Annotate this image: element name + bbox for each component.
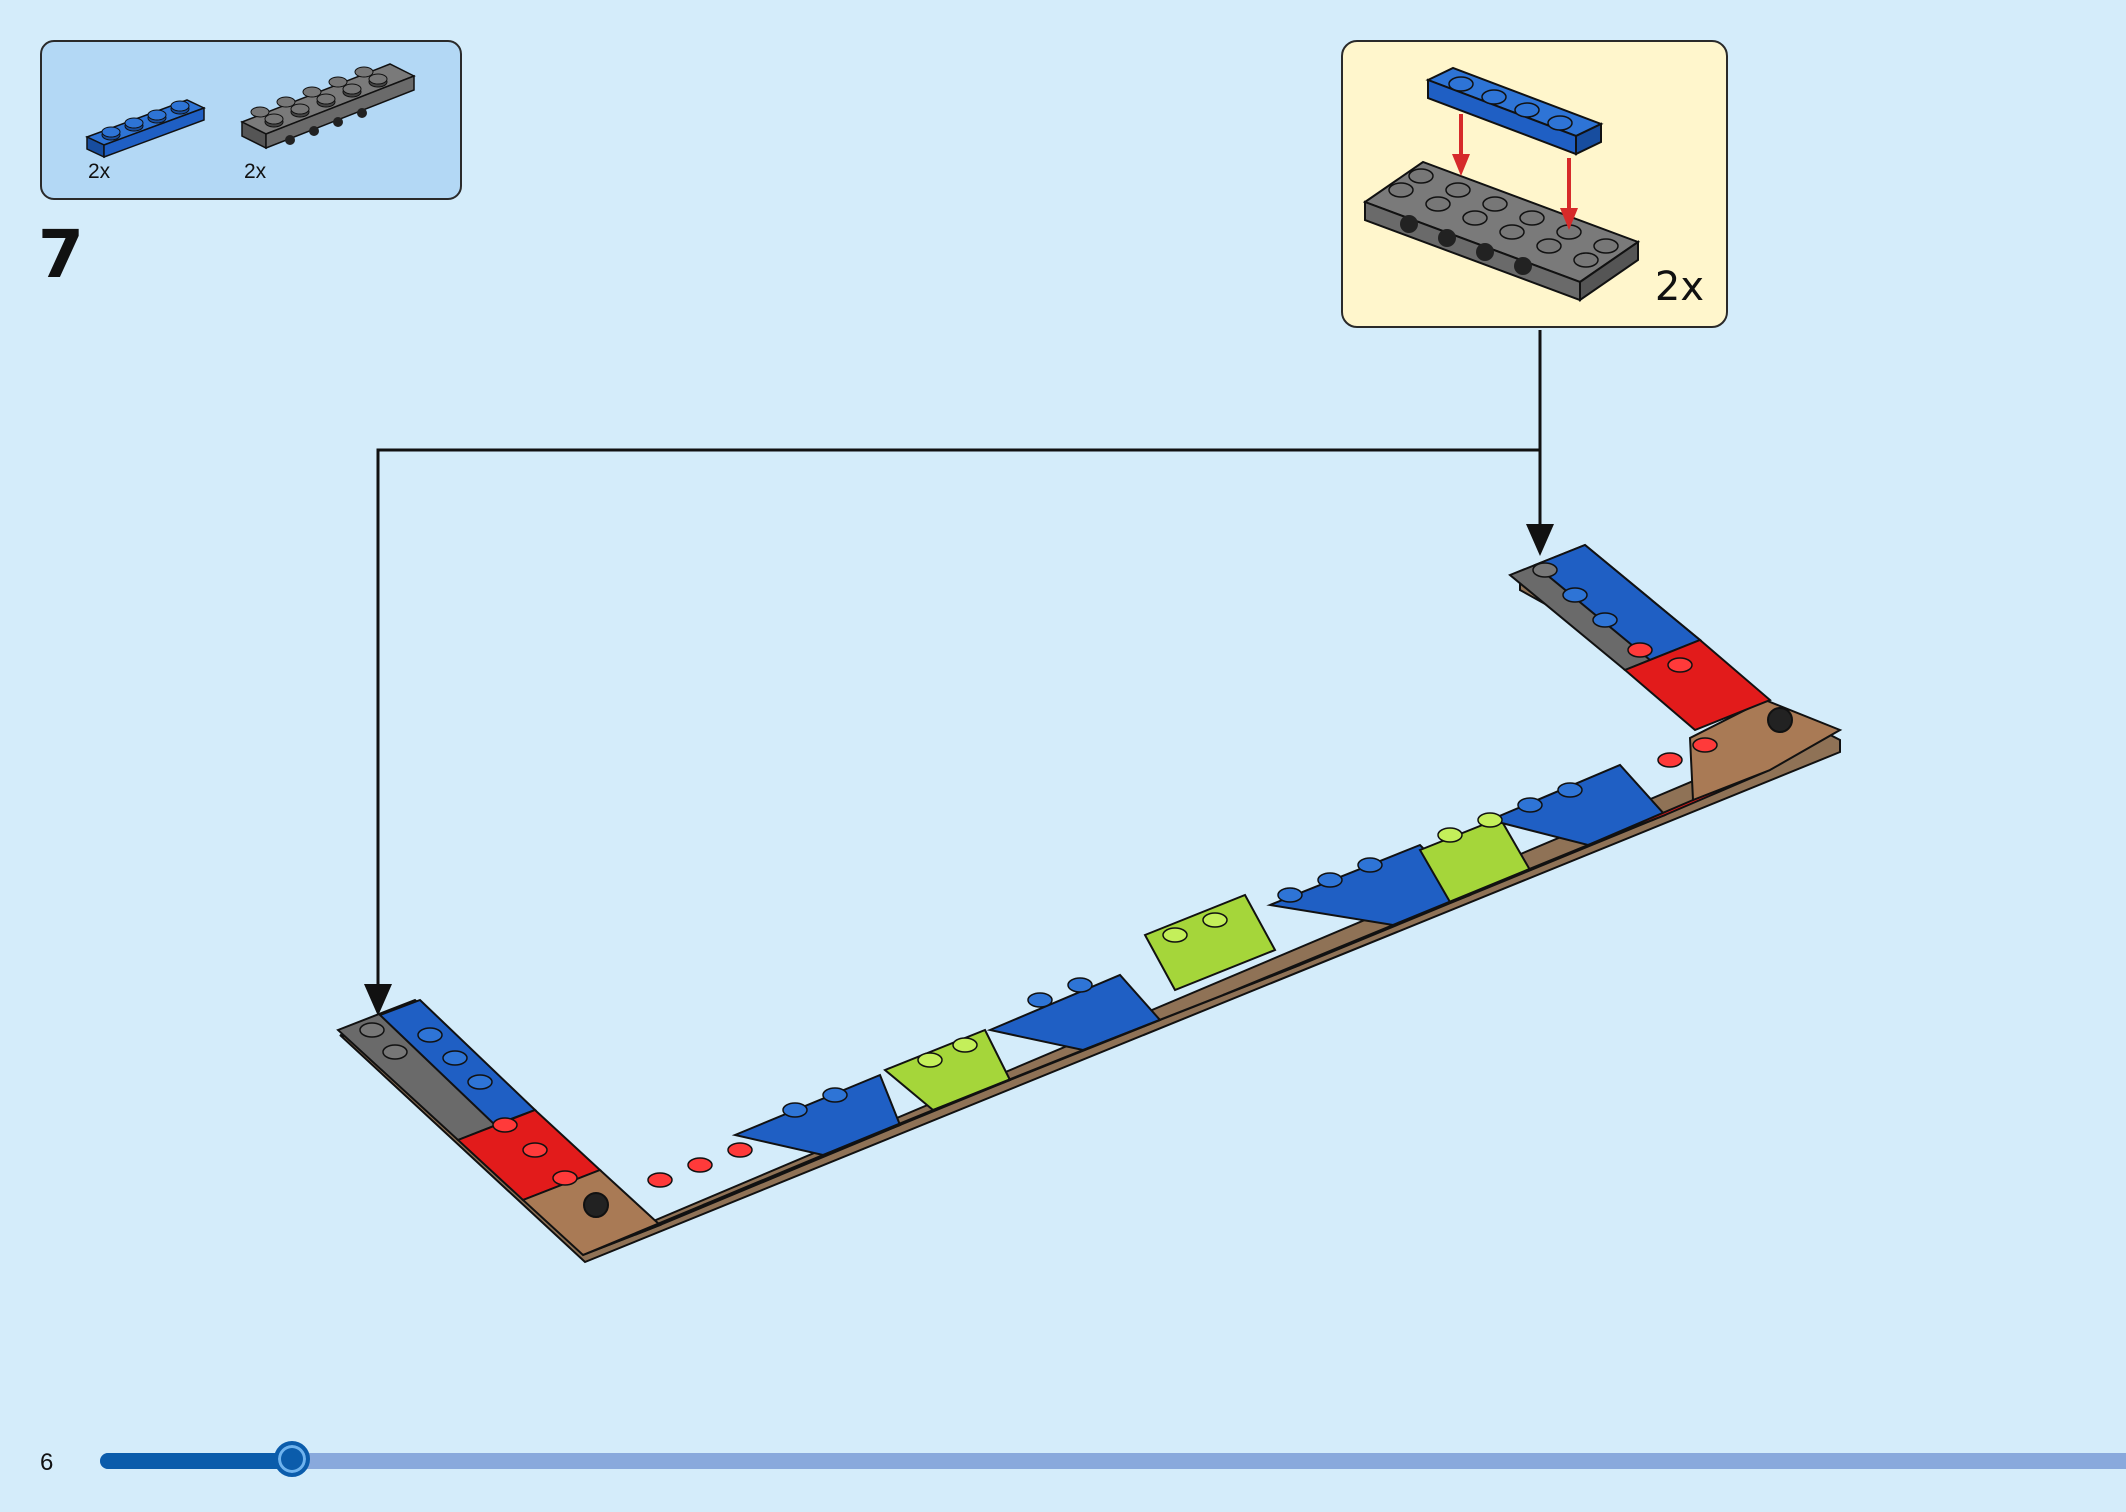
arrow-head-left [364, 984, 392, 1016]
callout-quantity: 2x [1654, 264, 1704, 310]
page-number: 6 [40, 1449, 54, 1476]
callout-gray-plate [1362, 160, 1641, 302]
arrow-head-right [1526, 524, 1554, 556]
parts-list-illustration [85, 63, 416, 159]
model-right-arm [1508, 543, 1772, 732]
subassembly-callout: 2x [1341, 40, 1728, 328]
step-number: 7 [38, 216, 84, 293]
progress-bar [100, 1441, 2126, 1477]
part-quantity-blue: 2x [88, 160, 111, 183]
subassembly-illustration [1362, 66, 1641, 302]
part-quantity-gray: 2x [244, 160, 267, 183]
blue-plate-icon [85, 99, 206, 159]
progress-knob[interactable] [274, 1441, 311, 1477]
callout-blue-plate [1425, 66, 1604, 156]
model-studs [359, 562, 1718, 1188]
model-front-run [582, 698, 1843, 1256]
gray-plate-icon [240, 63, 416, 150]
assembly-arrows [1452, 114, 1578, 230]
parts-list-box: 2x 2x [40, 40, 462, 200]
progress-fill [100, 1453, 293, 1469]
